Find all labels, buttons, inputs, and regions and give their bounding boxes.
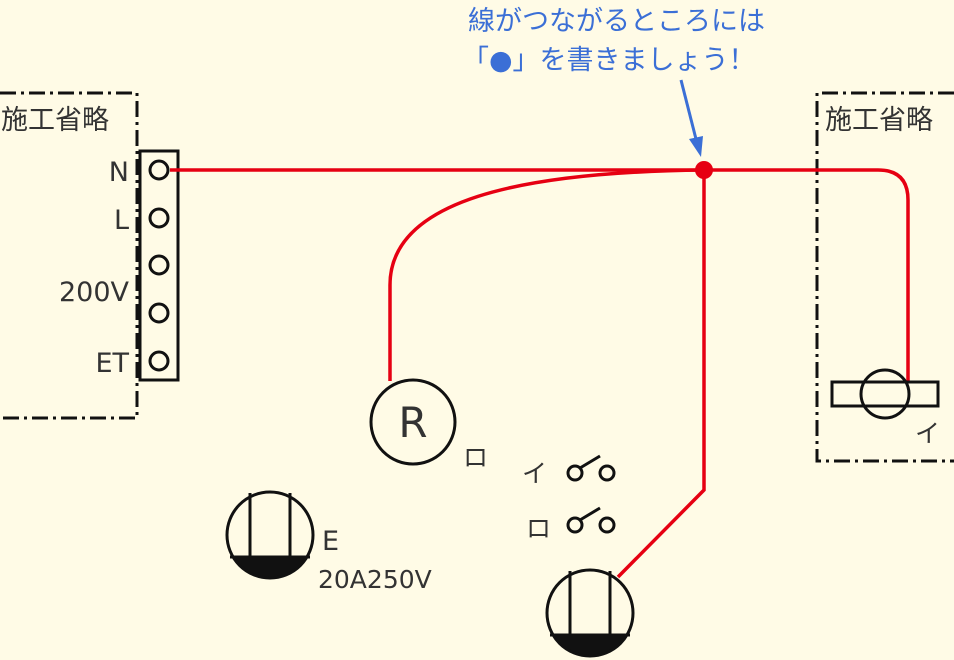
switch-2-circuit: ロ — [526, 514, 551, 543]
switch-1: イ — [522, 454, 616, 488]
switch-1-circuit: イ — [522, 459, 547, 488]
terminal-label-et: ET — [95, 348, 129, 379]
terminal-blank — [148, 302, 170, 324]
terminal-200v — [148, 254, 170, 276]
annotation-arrow — [679, 79, 703, 157]
wire-to-lower-outlet — [616, 170, 706, 579]
terminal-block: N L 200V ET — [59, 149, 180, 382]
right-omitted-box: 施工省略 — [815, 91, 954, 463]
switch-2-contact-right — [598, 516, 616, 534]
terminal-et — [148, 350, 170, 372]
terminal-label-200v: 200V — [59, 277, 130, 308]
outlet-e-ground-label: E — [322, 526, 339, 557]
outlet-e-rating: 20A250V — [318, 565, 432, 594]
switch-2: ロ — [526, 506, 616, 543]
switch-1-contact-left — [566, 464, 584, 482]
annotation-line-1: 線がつながるところには — [468, 6, 765, 37]
left-omitted-box: 施工省略 — [0, 91, 139, 420]
lamp-fixture: イ — [830, 368, 940, 448]
terminal-l — [148, 207, 170, 229]
wire-neutral-main — [170, 168, 910, 381]
annotation-line-2: 「●」を書きましょう！ — [462, 45, 756, 76]
terminal-n — [148, 159, 170, 181]
receptacle-r-symbol: R — [398, 398, 427, 447]
switch-2-contact-left — [566, 516, 584, 534]
junction-dot — [695, 161, 713, 179]
right-box-label: 施工省略 — [825, 105, 933, 136]
left-box-label: 施工省略 — [1, 105, 109, 136]
receptacle-r: R ロ — [369, 378, 488, 472]
wires — [170, 168, 910, 579]
terminal-label-l: L — [114, 205, 129, 236]
wire-to-receptacle — [388, 168, 705, 381]
terminal-label-n: N — [109, 157, 129, 188]
lamp-circuit-label: イ — [915, 419, 940, 448]
receptacle-r-circuit: ロ — [463, 443, 488, 472]
outlet-lower — [545, 568, 635, 658]
switch-1-contact-right — [598, 464, 616, 482]
outlet-e: E 20A250V — [225, 490, 432, 594]
